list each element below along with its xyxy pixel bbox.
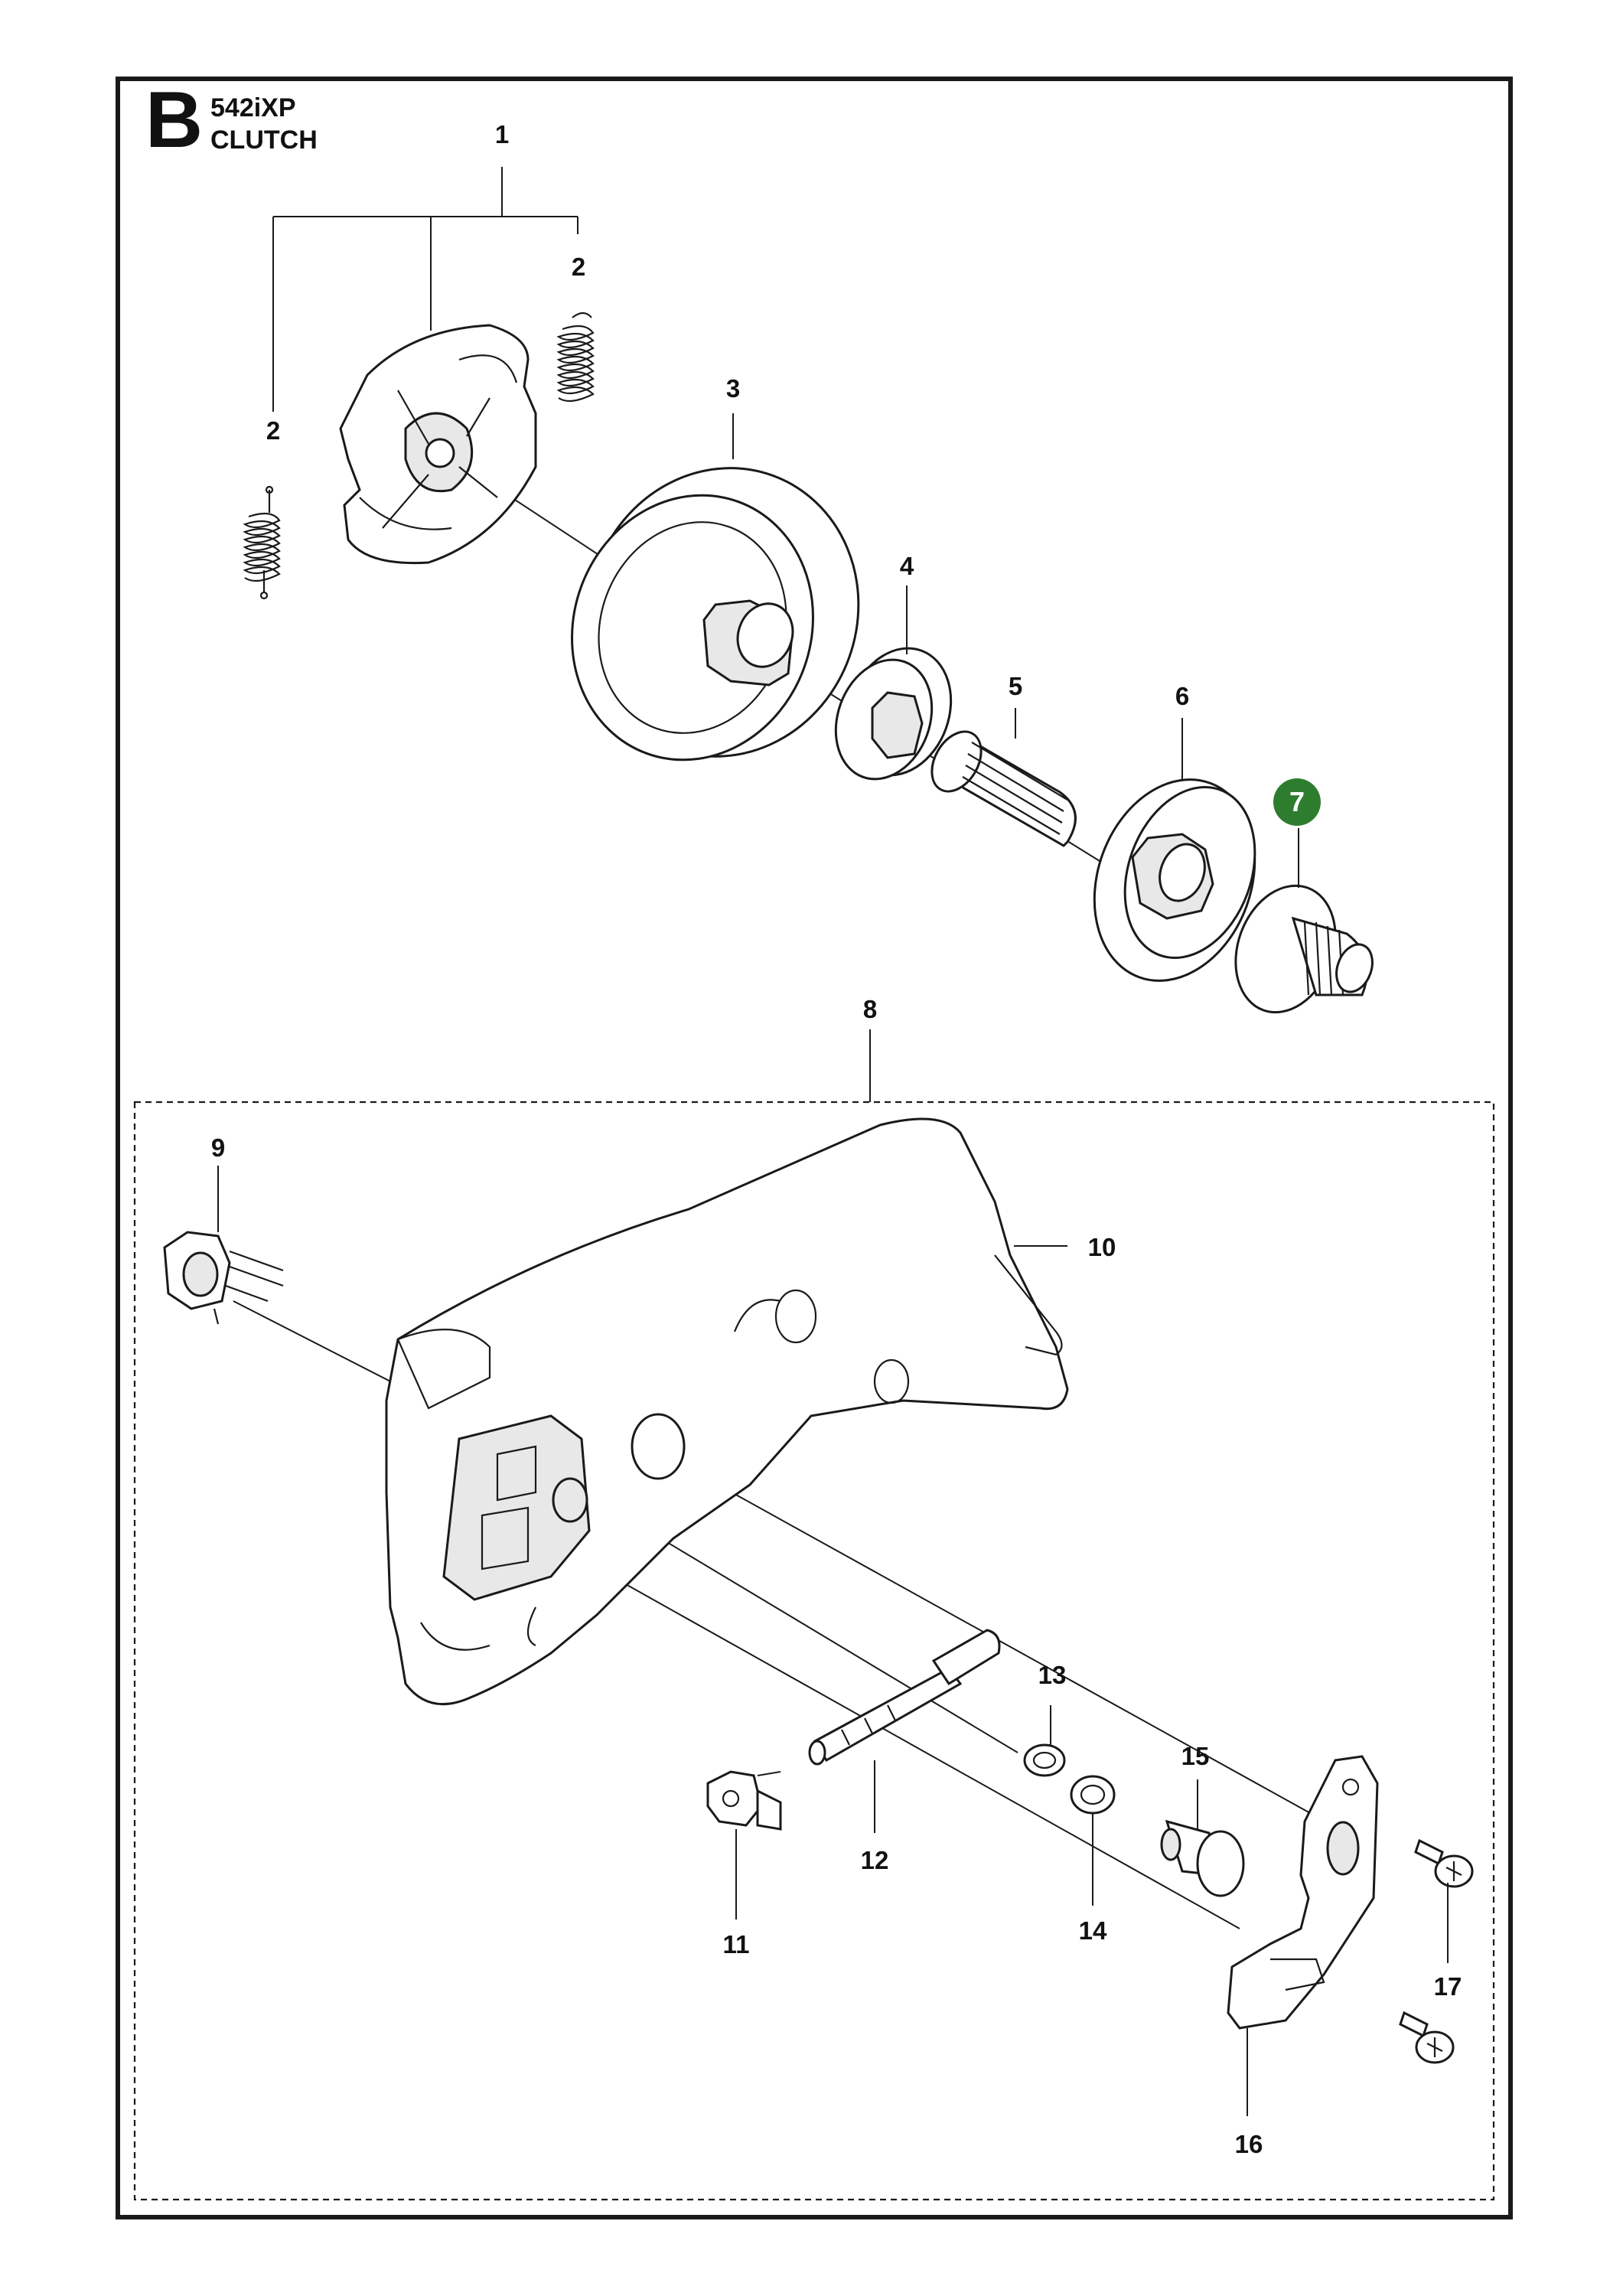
callout-2-lower: 2 (266, 416, 281, 445)
callout-12: 12 (860, 1846, 889, 1874)
washer-icon (1023, 1743, 1066, 1777)
chain-brake-plug-icon (163, 1231, 284, 1325)
needle-bearing-icon (930, 730, 1077, 847)
callout-7: 7 (1289, 786, 1305, 817)
screw-icon (1414, 1838, 1474, 1888)
callout-13: 13 (1038, 1661, 1067, 1689)
bushing-icon (1160, 1819, 1245, 1897)
tensioner-screw-icon (808, 1629, 1001, 1766)
callout-leaders (217, 413, 1449, 2116)
callout-16: 16 (1234, 2130, 1263, 2158)
highlight-badge (1273, 778, 1321, 826)
clutch-drum-icon (571, 467, 860, 762)
callout-5: 5 (1008, 672, 1023, 700)
callout-1: 1 (494, 120, 510, 148)
model-name: 542iXP (210, 93, 296, 122)
section-title: CLUTCH (210, 126, 318, 155)
clutch-assembly-icon (339, 324, 537, 565)
tensioner-nut-icon (706, 1770, 782, 1831)
callout-8: 8 (862, 995, 878, 1023)
clutch-nut-icon (1234, 884, 1374, 1014)
callout-15: 15 (1181, 1742, 1210, 1770)
clutch-spring-icon (243, 485, 281, 600)
diagram-frame (116, 77, 1513, 2219)
callout-10: 10 (1087, 1233, 1116, 1261)
clutch-spring-icon (556, 311, 595, 403)
clutch-cover-icon (385, 1117, 1069, 1706)
callout-9: 9 (210, 1133, 226, 1162)
callout-4: 4 (899, 552, 914, 580)
chain-catcher-plate-icon (1227, 1755, 1379, 2030)
rim-sprocket-icon (834, 647, 953, 781)
callout-2-upper: 2 (571, 253, 586, 281)
callout-11: 11 (722, 1930, 750, 1958)
callout-17: 17 (1433, 1972, 1462, 2001)
callout-3: 3 (725, 374, 741, 403)
callout-14: 14 (1078, 1916, 1107, 1945)
washer-icon (1070, 1775, 1116, 1815)
callout-1-bracket (272, 167, 578, 412)
clutch-cover-drum-icon (1093, 778, 1256, 982)
screw-icon (1399, 2011, 1455, 2064)
callout-6: 6 (1175, 682, 1190, 710)
section-letter: B (145, 76, 204, 165)
cover-assembly-outline (133, 1101, 1495, 2201)
